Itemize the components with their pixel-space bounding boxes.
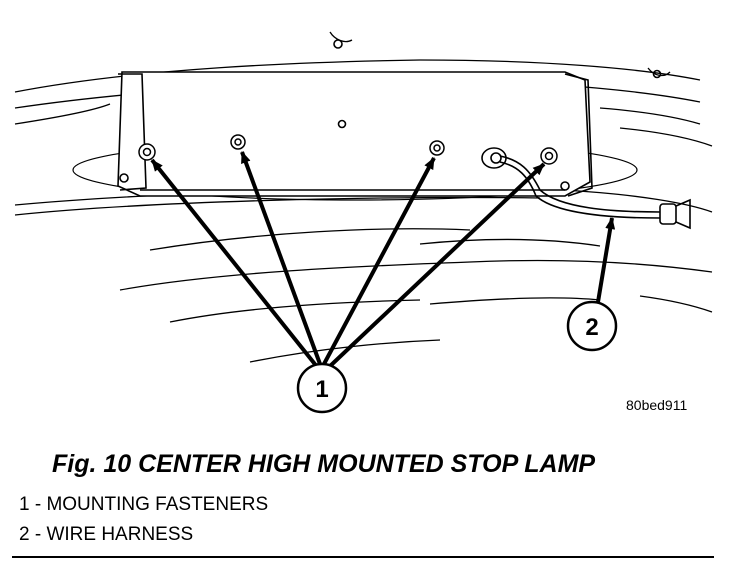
callout-1-label: 1 xyxy=(315,376,328,403)
image-code: 80bed911 xyxy=(626,397,687,413)
wire-harness xyxy=(481,147,691,230)
leader-arrow-2 xyxy=(596,217,616,303)
callout-2-label: 2 xyxy=(585,314,598,341)
leader-arrow-1b xyxy=(240,151,322,365)
leader-arrow-1a xyxy=(150,158,320,370)
legend-item-mounting-fasteners: 1 - MOUNTING FASTENERS xyxy=(19,494,269,515)
stop-lamp-illustration: 1 2 80bed911 xyxy=(14,31,713,414)
leader-arrow-1c xyxy=(322,157,436,365)
legend-item-wire-harness: 2 - WIRE HARNESS xyxy=(19,524,194,545)
leader-arrow-1d xyxy=(326,162,546,370)
callout-2: 2 xyxy=(566,300,618,352)
callout-leaders xyxy=(150,151,616,370)
mounting-fastener-nuts xyxy=(138,134,558,165)
bottom-rule xyxy=(12,556,714,558)
figure-caption: Fig. 10 CENTER HIGH MOUNTED STOP LAMP xyxy=(52,450,596,478)
lamp-housing xyxy=(117,39,662,197)
callout-1: 1 xyxy=(296,362,348,414)
